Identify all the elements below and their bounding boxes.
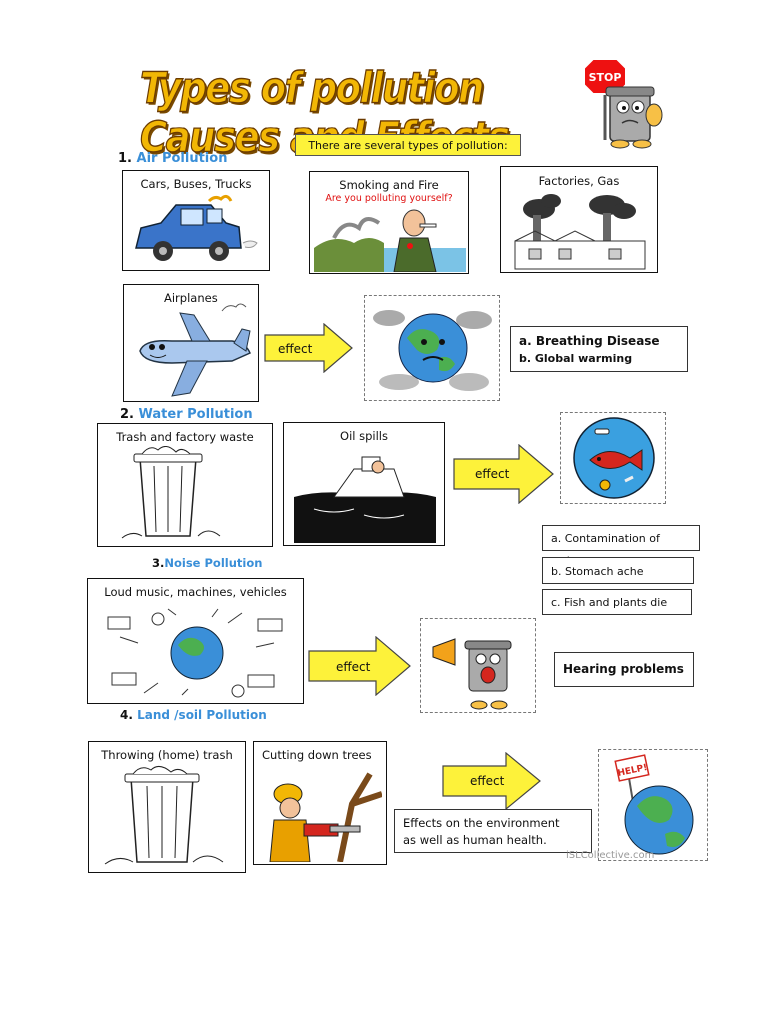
trash-can-icon bbox=[104, 766, 224, 865]
cause-cutting-trees-box: Cutting down trees bbox=[253, 741, 387, 865]
land-effects-box: Effects on the environment as well as hu… bbox=[394, 809, 592, 853]
noisy-earth-icon bbox=[107, 608, 283, 698]
megaphone-trashcan-icon bbox=[432, 638, 512, 710]
section-water-heading: 2. Water Pollution bbox=[120, 407, 253, 422]
section-noise-heading: 3.Noise Pollution bbox=[152, 556, 262, 570]
cause-caption: Cars, Buses, Trucks bbox=[140, 177, 252, 191]
cause-throwing-trash-box: Throwing (home) trash bbox=[88, 741, 246, 873]
polluted-water-fish-icon bbox=[573, 417, 655, 499]
cause-subcaption: Are you polluting yourself? bbox=[325, 193, 453, 204]
water-effect-item: a. Contamination of water bbox=[542, 525, 700, 567]
arrow-label: effect bbox=[278, 342, 313, 356]
help-earth-icon: HELP! bbox=[614, 754, 694, 855]
page-title: Types of pollution Causes and Effects bbox=[139, 63, 510, 163]
effect-arrow-water: effect bbox=[453, 444, 554, 504]
effect-item: Effects on the environment bbox=[403, 816, 560, 830]
section-number: 4. bbox=[120, 708, 133, 722]
section-land-heading: 4. Land /soil Pollution bbox=[120, 708, 267, 722]
cause-caption: Oil spills bbox=[340, 429, 388, 443]
water-effect-item: c. Fish and plants die bbox=[542, 589, 692, 615]
cause-caption: Throwing (home) trash bbox=[101, 748, 233, 762]
sick-earth-icon bbox=[373, 310, 492, 391]
cause-factories-box: Factories, Gas bbox=[500, 166, 658, 273]
noise-effect-picture bbox=[420, 618, 536, 713]
section-label: Noise Pollution bbox=[164, 556, 263, 570]
noise-effect-item: Hearing problems bbox=[554, 652, 694, 687]
effect-arrow-land: effect bbox=[442, 752, 541, 810]
trash-can-icon bbox=[121, 446, 221, 539]
effect-arrow-noise: effect bbox=[308, 636, 411, 696]
lumberjack-chainsaw-icon bbox=[269, 772, 382, 862]
arrow-label: effect bbox=[470, 774, 505, 788]
cause-caption: Smoking and Fire bbox=[339, 178, 439, 192]
section-number: 1. bbox=[118, 151, 132, 166]
arrow-label: effect bbox=[336, 660, 371, 674]
land-effect-picture: HELP! bbox=[598, 749, 708, 861]
watermark: iSLCollective.com bbox=[566, 850, 655, 861]
cause-trash-box: Trash and factory waste bbox=[97, 423, 273, 547]
cause-caption: Trash and factory waste bbox=[116, 430, 254, 444]
air-effect-picture bbox=[364, 295, 500, 401]
effect-arrow-air: effect bbox=[264, 323, 353, 373]
effect-item: b. Global warming bbox=[519, 352, 633, 365]
cause-noise-box: Loud music, machines, vehicles bbox=[87, 578, 304, 704]
section-air-heading: 1. Air Pollution bbox=[118, 151, 227, 166]
stop-trashcan-mascot-icon: STOP bbox=[583, 58, 663, 149]
section-number: 2. bbox=[120, 407, 134, 422]
air-effects-box: a. Breathing Disease b. Global warming bbox=[510, 326, 688, 372]
arrow-label: effect bbox=[475, 467, 510, 481]
car-icon bbox=[135, 194, 258, 261]
water-effect-picture bbox=[560, 412, 666, 504]
oil-spill-icon bbox=[294, 456, 436, 543]
cause-airplanes-box: Airplanes bbox=[123, 284, 259, 402]
cause-oil-box: Oil spills bbox=[283, 422, 445, 546]
cause-caption: Loud music, machines, vehicles bbox=[104, 585, 287, 599]
factory-icon bbox=[514, 194, 646, 270]
cause-caption: Airplanes bbox=[164, 291, 218, 305]
cause-cars-box: Cars, Buses, Trucks bbox=[122, 170, 270, 271]
cause-smoking-box: Smoking and Fire Are you polluting yours… bbox=[309, 171, 469, 274]
section-label: Water Pollution bbox=[138, 407, 253, 422]
water-effect-item: b. Stomach ache bbox=[542, 557, 694, 584]
effect-item: as well as human health. bbox=[403, 833, 547, 847]
airplane-icon bbox=[139, 303, 251, 397]
cause-caption: Factories, Gas bbox=[538, 174, 620, 188]
section-label: Air Pollution bbox=[136, 151, 228, 166]
stop-sign-text: STOP bbox=[589, 71, 622, 84]
smoking-man-icon bbox=[314, 209, 466, 272]
cause-caption: Cutting down trees bbox=[262, 748, 372, 762]
intro-note: There are several types of pollution: bbox=[295, 134, 521, 156]
effect-item: a. Breathing Disease bbox=[519, 334, 660, 348]
section-label: Land /soil Pollution bbox=[137, 708, 267, 722]
section-number: 3. bbox=[152, 556, 165, 570]
